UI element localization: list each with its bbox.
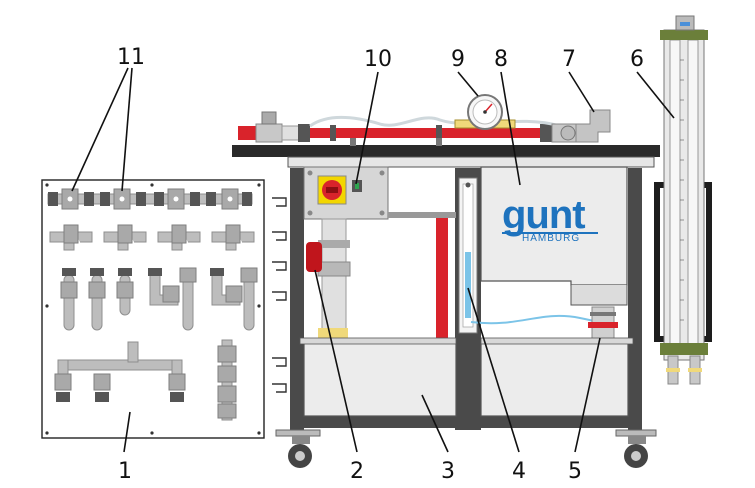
label-5: 5 [568,459,582,484]
upper-water-tank [480,166,628,306]
leader-lines [71,67,675,453]
switch-box [303,166,389,220]
label-8: 8 [494,47,508,72]
tee-manifold-fitting [54,341,186,402]
label-7: 7 [562,47,576,72]
label-2: 2 [350,459,364,484]
flowmeter [458,177,478,334]
label-11: 11 [117,45,145,70]
label-3: 3 [441,459,455,484]
logo-sub: HAMBURG [522,233,580,244]
pipe-section-assembly [238,94,611,146]
tube-manometer [654,15,712,385]
straight-fittings-row [47,188,253,210]
side-fitting-stack [217,339,237,421]
caster-wheels [275,429,657,468]
callout-labels: 1 2 3 4 5 6 7 8 9 10 11 [117,45,644,484]
outlet-valve [588,306,618,342]
gunt-hamburg-logo: gunt HAMBURG [502,193,598,244]
red-stand-bar [436,218,448,340]
label-9: 9 [451,47,465,72]
fittings-board [41,179,265,439]
vertical-fittings-row [60,267,258,331]
label-1: 1 [118,459,132,484]
sump-tank [299,337,634,417]
label-10: 10 [364,47,392,72]
pressure-gauge [454,94,516,130]
ball-valve [306,218,351,342]
label-4: 4 [512,459,526,484]
label-6: 6 [630,47,644,72]
logo-brand: gunt [502,193,585,237]
